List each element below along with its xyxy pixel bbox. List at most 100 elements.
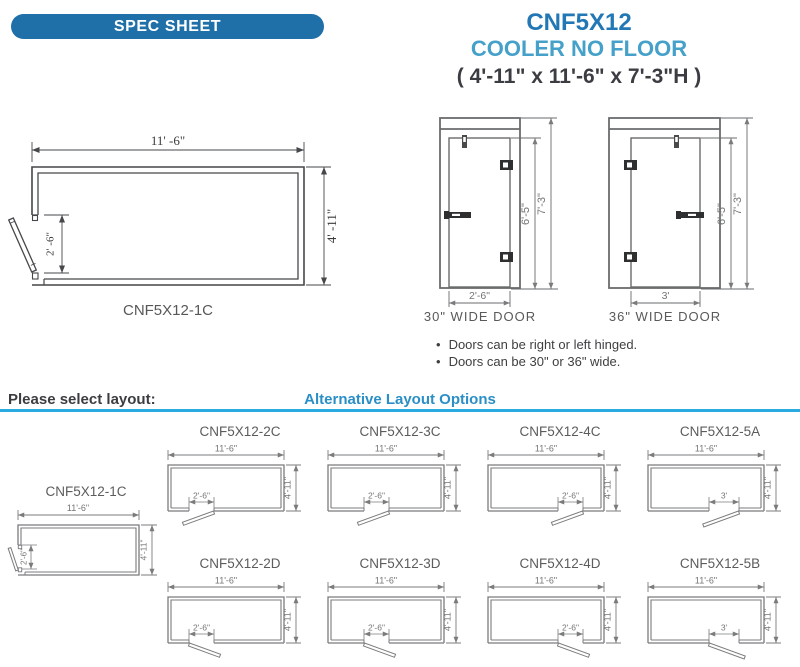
overall-dimensions: ( 4'-11" x 11'-6" x 7'-3"H ) bbox=[456, 64, 702, 88]
sel-door-dimension bbox=[22, 544, 37, 570]
opt-width-dim: 11'-6" bbox=[535, 444, 557, 454]
door36-height-dim: 6'-5" bbox=[716, 203, 728, 225]
opt-width-dim: 11'-6" bbox=[375, 576, 397, 586]
layout-option-label: CNF5X12-5B bbox=[679, 556, 761, 571]
plan-depth-dimension bbox=[306, 166, 331, 286]
note-line: Doors can be 30" or 36" wide. bbox=[436, 353, 637, 370]
opt-width-dim: 11'-6" bbox=[535, 576, 557, 586]
layout-option-CNF5X12-5A[interactable]: CNF5X12-5A 11'-6" 4'-11" 3' bbox=[640, 424, 800, 541]
select-layout-prompt: Please select layout: bbox=[8, 391, 156, 408]
layout-option-CNF5X12-2C[interactable]: CNF5X12-2C 11'-6" 4'-11" 2'-6" bbox=[160, 424, 320, 541]
title-block: CNF5X12 COOLER NO FLOOR ( 4'-11" x 11'-6… bbox=[398, 9, 760, 88]
layout-option-CNF5X12-2D[interactable]: CNF5X12-2D 11'-6" 4'-11" 2'-6" bbox=[160, 556, 320, 667]
door-swing-panel bbox=[187, 642, 222, 658]
layout-drawing-CNF5X12-4D: 11'-6" 4'-11" 2'-6" bbox=[487, 576, 621, 658]
note-text: Doors can be 30" or 36" wide. bbox=[448, 354, 621, 369]
layout-option-CNF5X12-4C[interactable]: CNF5X12-4C 11'-6" 4'-11" 2'-6" bbox=[480, 424, 640, 541]
section-divider-line bbox=[0, 409, 800, 412]
door-swing-panel bbox=[702, 510, 741, 528]
door-swing-panel bbox=[556, 642, 591, 658]
opt-width-dim: 11'-6" bbox=[215, 444, 237, 454]
sel-depth-dim-label: 4'-11" bbox=[139, 539, 149, 560]
layout-drawing-CNF5X12-4C: 11'-6" 4'-11" 2'-6" bbox=[487, 444, 621, 526]
sel-depth-dimension bbox=[141, 524, 157, 576]
layout-drawing-CNF5X12-2C: 11'-6" 4'-11" 2'-6" bbox=[167, 444, 301, 526]
opt-depth-dim: 4'-11" bbox=[763, 609, 773, 631]
opt-depth-dim: 4'-11" bbox=[603, 609, 613, 631]
layout-option-label: CNF5X12-5A bbox=[679, 424, 761, 439]
opt-door-dim: 3' bbox=[721, 491, 728, 501]
selected-layout-drawing[interactable]: 11'-6" 2'-6" 4'-11" bbox=[0, 498, 172, 598]
plan-door-dim-label: 2' -6" bbox=[45, 232, 57, 256]
opt-width-dim: 11'-6" bbox=[695, 444, 717, 454]
layout-option-label: CNF5X12-4C bbox=[519, 424, 601, 439]
opt-door-dim: 2'-6" bbox=[368, 491, 385, 501]
door-elevation-30: 6'-5" 7'-3" 2'-6" 30" WIDE DOOR bbox=[424, 117, 558, 324]
opt-door-dim: 2'-6" bbox=[562, 623, 579, 633]
plan-view-label: CNF5X12-1C bbox=[123, 302, 213, 319]
door-elevation-36: 6'-5" 7'-3" 3' 36" WIDE DOOR bbox=[608, 117, 754, 324]
note-line: Doors can be right or left hinged. bbox=[436, 336, 638, 353]
plan-width-dimension bbox=[31, 142, 305, 162]
plan-width-dim-label: 11' -6" bbox=[151, 133, 185, 148]
door36-caption: 36" WIDE DOOR bbox=[609, 309, 721, 324]
door30-width-dim: 2'-6" bbox=[469, 290, 490, 302]
plan-door-panel bbox=[7, 217, 38, 273]
opt-door-dim: 2'-6" bbox=[193, 623, 210, 633]
opt-depth-dim: 4'-11" bbox=[443, 609, 453, 631]
door30-dimensions bbox=[448, 117, 558, 307]
opt-depth-dim: 4'-11" bbox=[603, 477, 613, 499]
plan-view-drawing: 11' -6" 2' -6" 4' -11" CNF5X12-1C bbox=[7, 133, 339, 319]
opt-width-dim: 11'-6" bbox=[215, 576, 237, 586]
selected-layout-label: CNF5X12-1C bbox=[45, 484, 127, 499]
layout-drawing-CNF5X12-3C: 11'-6" 4'-11" 2'-6" bbox=[327, 444, 461, 526]
spec-sheet-banner: SPEC SHEET bbox=[11, 14, 324, 39]
door36-width-dim: 3' bbox=[662, 290, 670, 302]
sel-walls bbox=[17, 524, 140, 576]
plan-depth-dim-label: 4' -11" bbox=[324, 209, 339, 243]
product-name: COOLER NO FLOOR bbox=[470, 35, 688, 61]
model-number: CNF5X12 bbox=[526, 9, 632, 36]
door30-height-dim: 6'-5" bbox=[520, 203, 532, 225]
layout-option-label: CNF5X12-3D bbox=[359, 556, 441, 571]
door36-wall bbox=[608, 117, 721, 289]
layout-drawing-CNF5X12-5A: 11'-6" 4'-11" 3' bbox=[647, 444, 781, 528]
opt-width-dim: 11'-6" bbox=[375, 444, 397, 454]
door-swing-panel bbox=[362, 642, 397, 658]
door-swing-panel bbox=[707, 642, 746, 660]
sel-width-dimension bbox=[17, 510, 140, 520]
layout-option-CNF5X12-5B[interactable]: CNF5X12-5B 11'-6" 4'-11" 3' bbox=[640, 556, 800, 667]
layout-option-label: CNF5X12-2D bbox=[199, 556, 281, 571]
opt-door-dim: 2'-6" bbox=[562, 491, 579, 501]
layout-option-CNF5X12-4D[interactable]: CNF5X12-4D 11'-6" 4'-11" 2'-6" bbox=[480, 556, 640, 667]
door-swing-panel bbox=[356, 510, 391, 526]
door36-hardware bbox=[624, 135, 704, 262]
layout-drawing-CNF5X12-5B: 11'-6" 4'-11" 3' bbox=[647, 576, 781, 660]
opt-depth-dim: 4'-11" bbox=[283, 609, 293, 631]
layout-drawing-CNF5X12-2D: 11'-6" 4'-11" 2'-6" bbox=[167, 576, 301, 658]
door30-overall-height-dim: 7'-3" bbox=[536, 193, 548, 215]
sel-door-panel bbox=[7, 546, 19, 572]
door36-overall-height-dim: 7'-3" bbox=[732, 193, 744, 215]
door30-caption: 30" WIDE DOOR bbox=[424, 309, 536, 324]
sel-door-dim-label: 2'-6" bbox=[20, 549, 29, 565]
opt-door-dim: 2'-6" bbox=[193, 491, 210, 501]
sel-width-dim-label: 11'-6" bbox=[67, 503, 89, 513]
note-text: Doors can be right or left hinged. bbox=[448, 337, 638, 352]
opt-door-dim: 3' bbox=[721, 623, 728, 633]
plan-walls bbox=[31, 166, 305, 286]
layout-option-label: CNF5X12-4D bbox=[519, 556, 601, 571]
layout-option-label: CNF5X12-2C bbox=[199, 424, 281, 439]
door-swing-panel bbox=[181, 510, 216, 526]
opt-width-dim: 11'-6" bbox=[695, 576, 717, 586]
opt-depth-dim: 4'-11" bbox=[443, 477, 453, 499]
opt-depth-dim: 4'-11" bbox=[763, 477, 773, 499]
opt-depth-dim: 4'-11" bbox=[283, 477, 293, 499]
door-notes: Doors can be right or left hinged. Doors… bbox=[436, 336, 638, 370]
plan-door-dimension bbox=[44, 214, 69, 274]
layout-drawing-CNF5X12-3D: 11'-6"4'-11"2'-6" bbox=[327, 576, 461, 658]
